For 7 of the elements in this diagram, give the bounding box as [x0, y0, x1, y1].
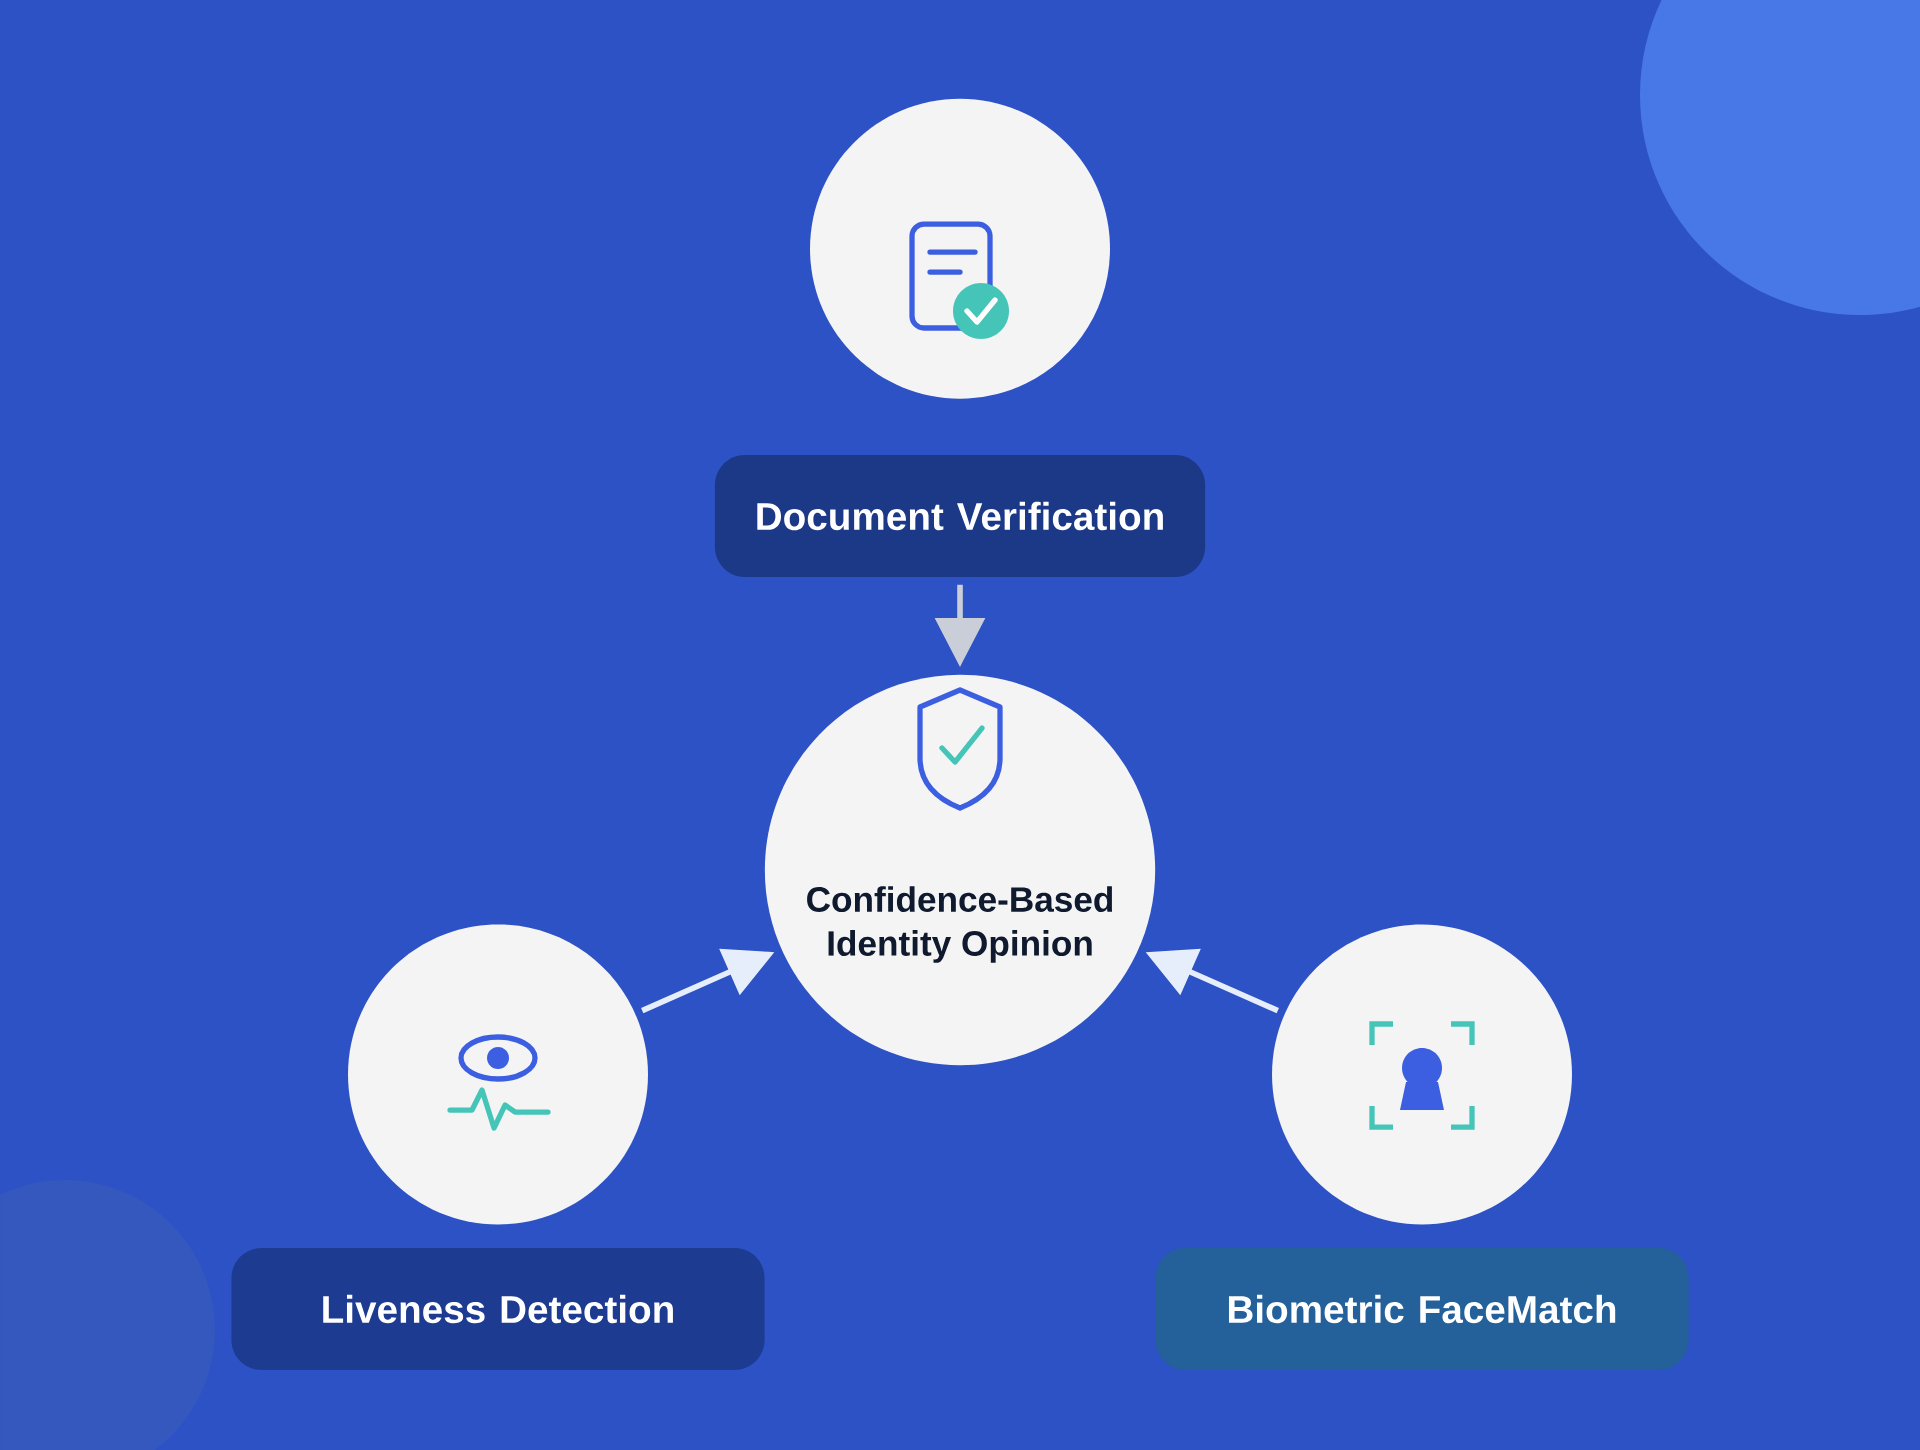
node-label: Biometric FaceMatch — [1228, 1294, 1616, 1324]
node-label: Liveness Detection — [323, 1294, 673, 1324]
circle-node: Confidence-Based Identity Opinion — [764, 674, 1156, 1066]
labeled-circle-node: Document Verification — [714, 98, 1206, 577]
labeled-circle-node: Liveness Detection — [231, 924, 765, 1370]
labeled-circle-node: Biometric FaceMatch — [1155, 924, 1689, 1370]
node-label: Document Verification — [757, 501, 1163, 531]
